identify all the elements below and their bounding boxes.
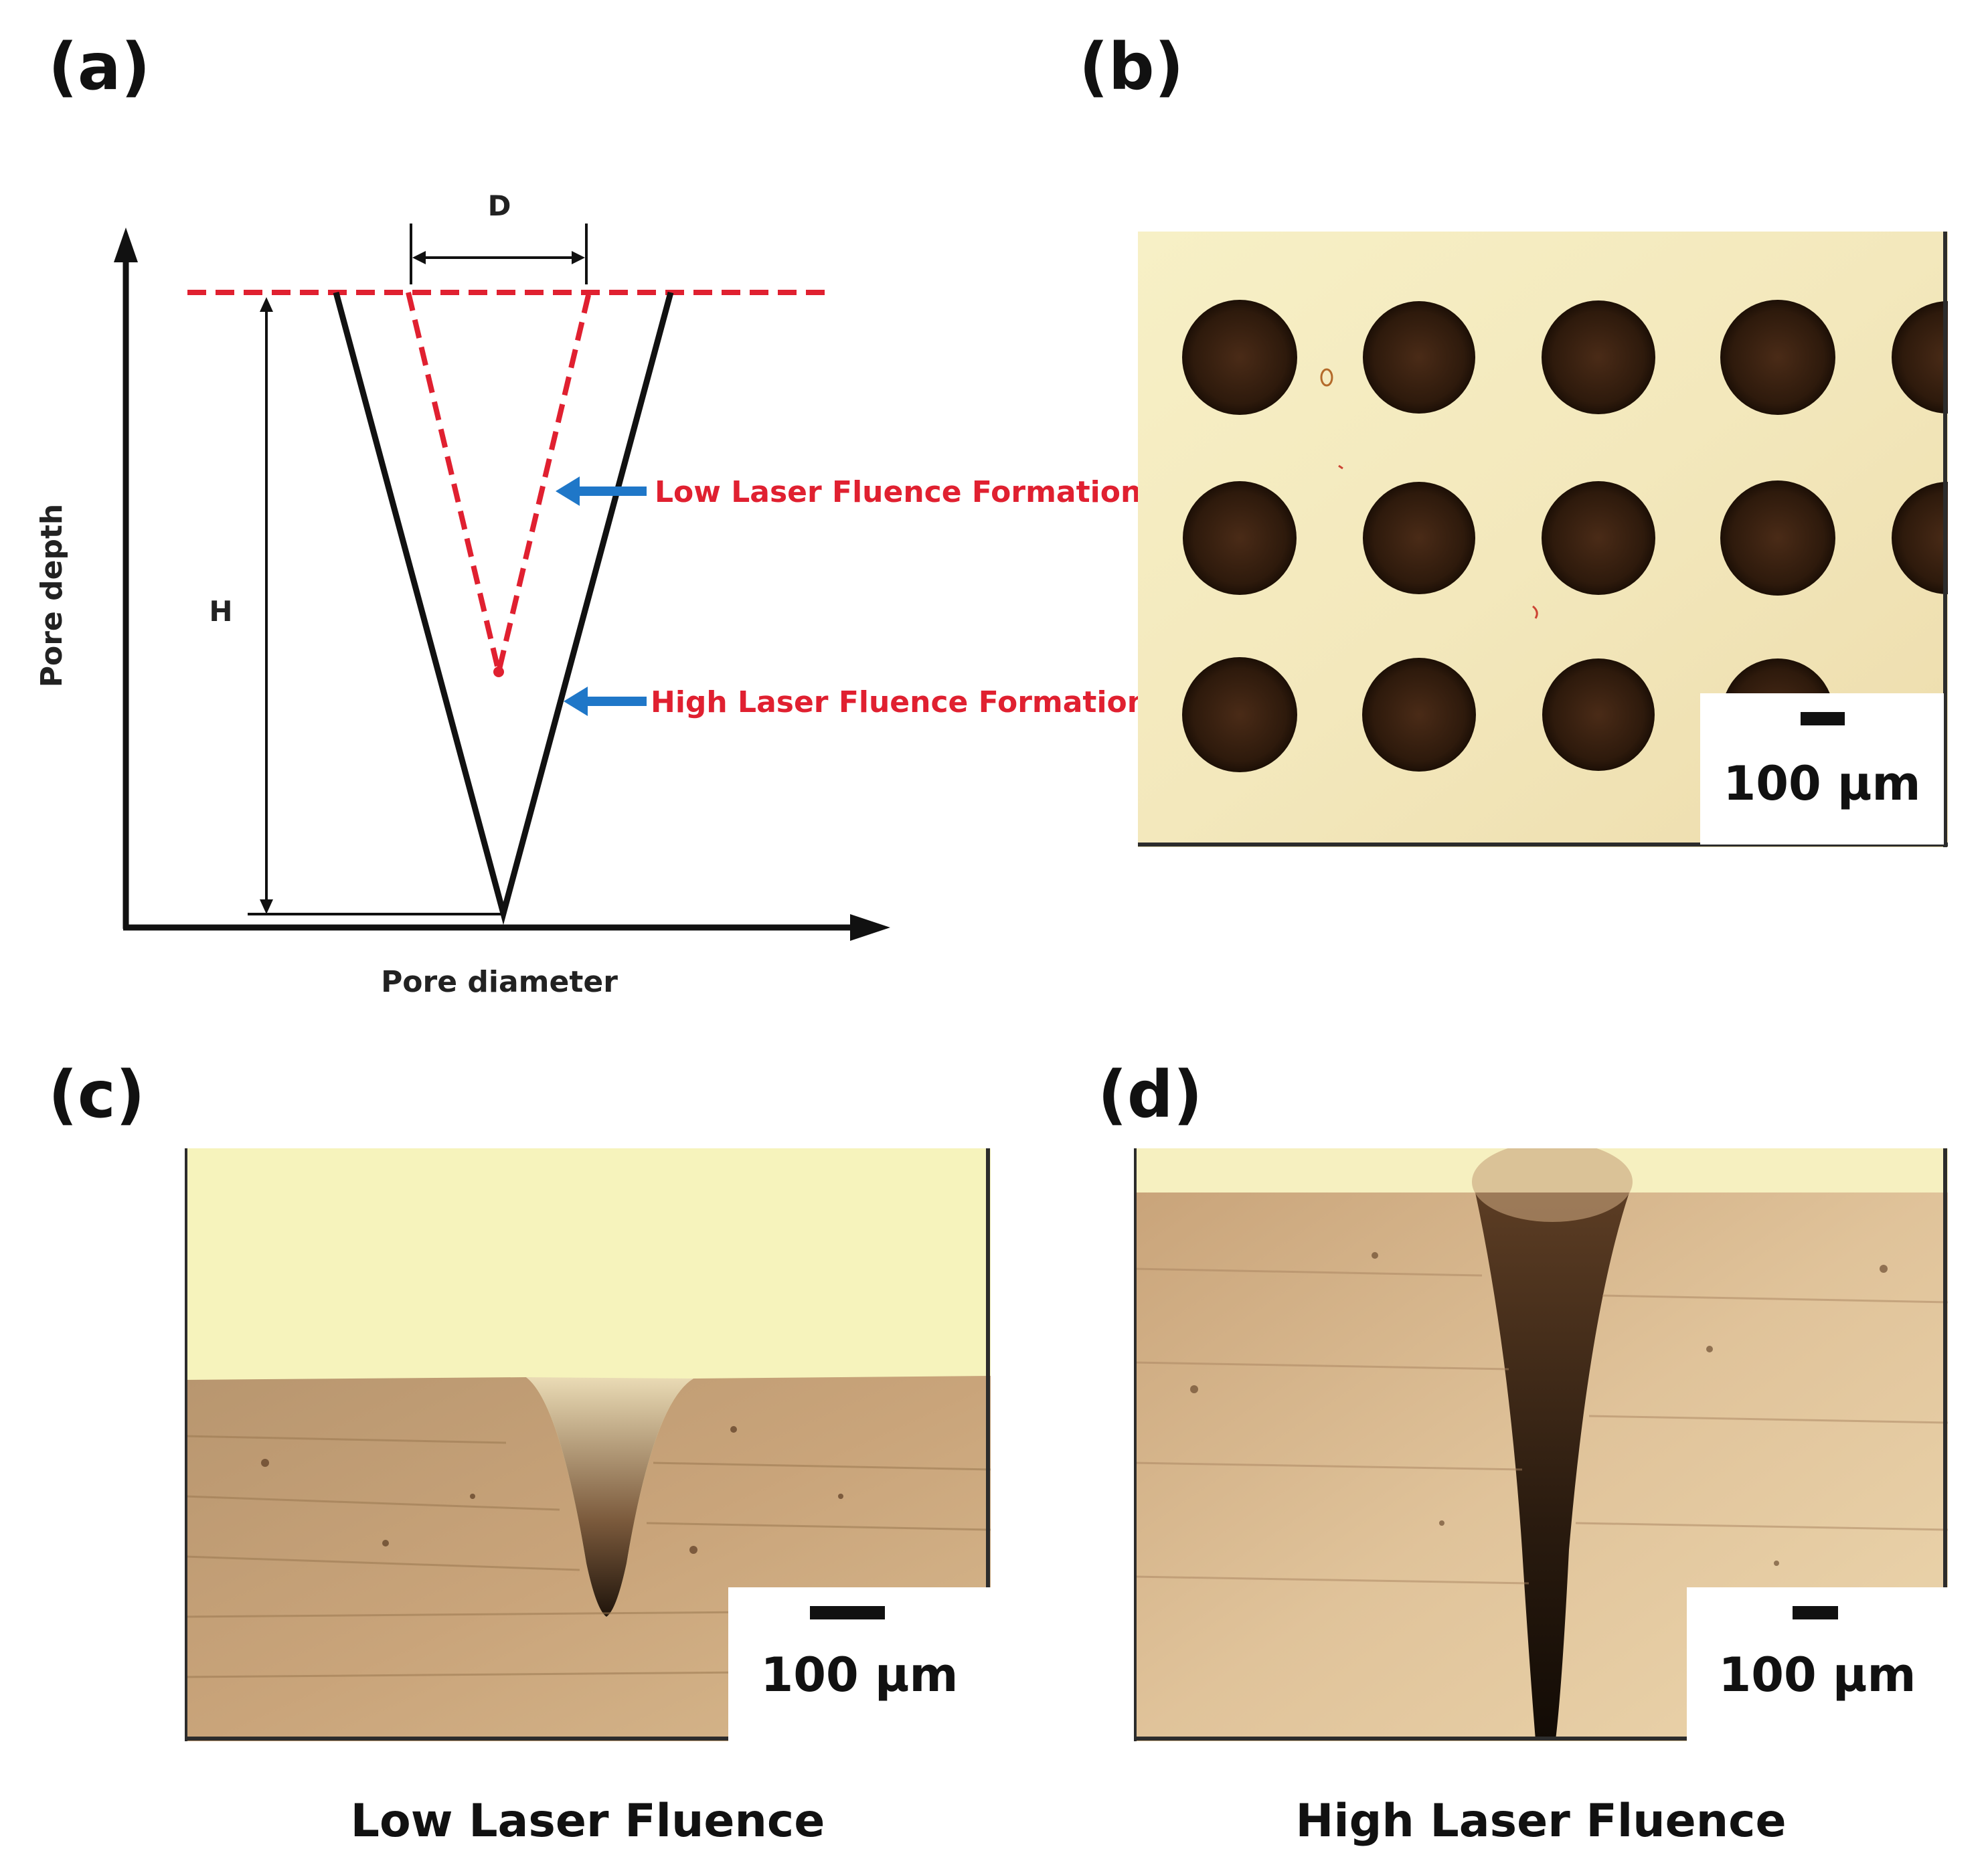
panel-label-c: (c) <box>48 1057 145 1132</box>
scale-bar-label: 100 µm <box>1723 756 1921 811</box>
low-fluence-cross-section: 100 µm <box>185 1148 991 1741</box>
scale-bar-box: 100 µm <box>1700 693 1944 845</box>
dimension-h-label: H <box>209 595 232 628</box>
scale-bar <box>810 1606 885 1619</box>
high-fluence-arrow-head <box>564 687 588 716</box>
pore-grid <box>1182 300 1948 772</box>
pore <box>1183 481 1297 595</box>
dimension-h-arrow-bottom <box>260 899 273 914</box>
dimension-d-arrow-left <box>412 251 426 264</box>
scale-bar <box>1793 1606 1838 1619</box>
scale-bar-box: 100 µm <box>728 1587 991 1741</box>
pore-schematic-diagram: Pore depth Pore diameter D H Low Laser F… <box>35 189 1148 999</box>
high-fluence-profile <box>333 291 674 925</box>
high-fluence-caption: High Laser Fluence <box>1295 1795 1787 1848</box>
pore <box>1363 301 1475 414</box>
pore <box>1362 658 1476 772</box>
low-fluence-profile <box>406 292 592 673</box>
pore <box>1542 481 1655 595</box>
panel-label-a: (a) <box>48 29 151 104</box>
x-axis-arrowhead <box>850 914 890 941</box>
pore <box>1542 658 1655 771</box>
pore <box>1720 480 1835 596</box>
y-axis-label: Pore depth <box>35 504 69 688</box>
pore <box>1892 482 1948 594</box>
pore <box>1892 301 1948 414</box>
pore <box>1182 657 1297 772</box>
low-fluence-caption: Low Laser Fluence <box>350 1795 825 1848</box>
x-axis-label: Pore diameter <box>381 965 618 999</box>
low-fluence-annotation: Low Laser Fluence Formation <box>655 475 1141 509</box>
low-fluence-tip <box>493 667 504 677</box>
scale-bar-label: 100 µm <box>760 1648 959 1702</box>
high-fluence-cross-section: 100 µm <box>1134 1148 1948 1741</box>
pore <box>1542 300 1655 414</box>
dimension-d-label: D <box>488 189 511 222</box>
panel-label-d: (d) <box>1098 1057 1203 1132</box>
low-fluence-arrow-head <box>556 476 580 506</box>
pore <box>1182 300 1297 415</box>
panel-label-b: (b) <box>1079 29 1184 104</box>
pore <box>1363 482 1475 594</box>
y-axis-arrowhead <box>114 228 138 262</box>
scale-bar <box>1801 712 1845 725</box>
dimension-h-arrow-top <box>260 297 273 312</box>
scale-bar-box: 100 µm <box>1687 1587 1948 1741</box>
top-view-micrograph: 100 µm <box>1138 232 1948 847</box>
dimension-d-arrow-right <box>572 251 585 264</box>
pore <box>1720 300 1835 415</box>
high-fluence-annotation: High Laser Fluence Formation <box>651 685 1148 719</box>
scale-bar-label: 100 µm <box>1718 1648 1916 1702</box>
